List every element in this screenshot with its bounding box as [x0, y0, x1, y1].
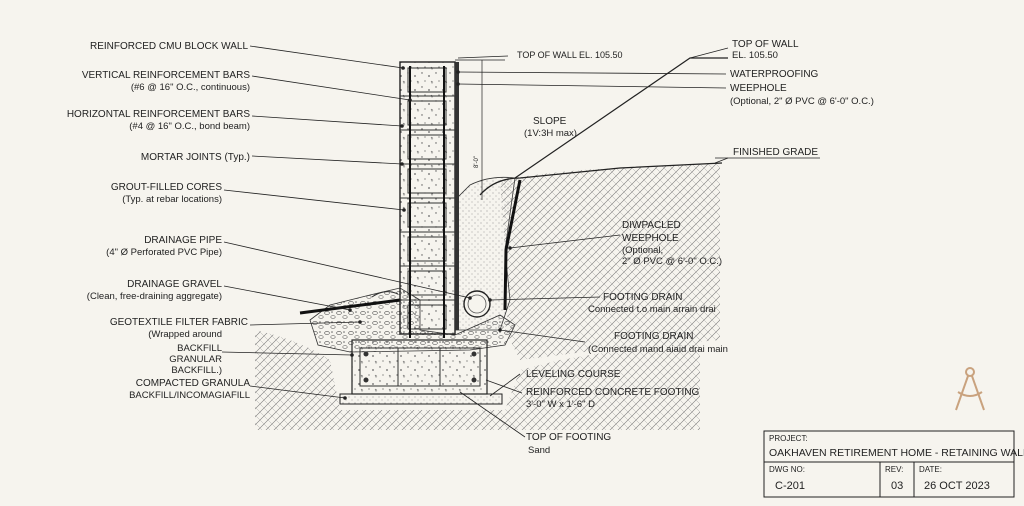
project-name: OAKHAVEN RETIREMENT HOME - RETAINING WAL…	[769, 447, 1024, 459]
retained-soil-backfill	[500, 163, 720, 360]
dwg-no-value: C-201	[775, 480, 805, 492]
label-top-of-footing: TOP OF FOOTING	[526, 432, 611, 443]
label-waterproofing: WATERPROOFING	[730, 69, 819, 80]
label-footing-drain-2-sub: (Connected mand aiaid drai main	[588, 344, 728, 355]
leader-lines	[221, 45, 729, 438]
label-horizontal-bars: HORIZONTAL REINFORCEMENT BARS	[67, 109, 250, 120]
label-wp-weephole-1: DIWPACLED	[622, 220, 681, 231]
label-drainage-pipe-sub: (4" Ø Perforated PVC Pipe)	[106, 247, 222, 258]
label-grout-cores: GROUT-FILLED CORES	[111, 182, 222, 193]
label-leveling-course: LEVELING COURSE	[526, 369, 621, 380]
concrete-footing	[351, 339, 488, 395]
leveling-course	[339, 393, 503, 405]
label-horizontal-bars-sub: (#4 @ 16" O.C., bond beam)	[129, 121, 250, 132]
label-compacted: COMPACTED GRANULA	[136, 378, 251, 389]
label-wp-weephole-4: 2" Ø PVC @ 6'-0" O.C.)	[622, 256, 722, 267]
waterproofing-line	[503, 179, 522, 311]
geotextile-fabric-line	[299, 298, 401, 315]
label-footing-drain-1: FOOTING DRAIN	[603, 292, 682, 303]
label-top-of-wall-sub: EL. 105.50	[732, 50, 778, 61]
leader-arrowheads	[343, 66, 512, 400]
label-top-of-wall: TOP OF WALL	[732, 39, 799, 50]
date-label: DATE:	[919, 465, 942, 474]
height-dimension-text: 8'-0"	[474, 156, 480, 168]
label-geotextile-sub: (Wrapped around	[148, 329, 222, 340]
label-top-of-footing-sub: Sand	[528, 445, 550, 456]
compass-logo-icon	[955, 367, 985, 411]
label-cmu-wall: REINFORCED CMU BLOCK WALL	[90, 41, 248, 52]
label-backfill-granular: GRANULAR	[169, 354, 222, 365]
granular-backfill-zone	[454, 176, 516, 331]
rev-label: REV:	[885, 465, 903, 474]
wall-waterproof-membrane	[455, 62, 459, 330]
label-compacted-sub: BACKFILL/INCOMAGIAFILL	[129, 390, 250, 401]
label-wp-weephole-2: WEEPHOLE	[622, 233, 679, 244]
finished-grade-line	[479, 162, 723, 196]
label-backfill: BACKFILL	[177, 343, 222, 354]
label-backfill-2: BACKFILL.)	[171, 365, 222, 376]
label-weephole: WEEPHOLE	[730, 83, 787, 94]
label-mortar-joints: MORTAR JOINTS (Typ.)	[141, 152, 250, 163]
label-vertical-bars-sub: (#6 @ 16" O.C., continuous)	[131, 82, 250, 93]
left-grade-mound	[371, 291, 399, 298]
dwg-no-label: DWG NO:	[769, 465, 805, 474]
label-weephole-sub: (Optional, 2" Ø PVC @ 6'-0" O.C.)	[730, 96, 874, 107]
label-grout-cores-sub: (Typ. at rebar locations)	[122, 194, 222, 205]
label-drainage-pipe: DRAINAGE PIPE	[144, 235, 222, 246]
existing-soil-left	[255, 330, 700, 430]
label-vertical-bars: VERTICAL REINFORCEMENT BARS	[82, 70, 251, 81]
label-footing-drain-2: FOOTING DRAIN	[614, 331, 693, 342]
project-label: PROJECT:	[769, 434, 808, 443]
label-footing-sub: 3'-0" W x 1'-6" D	[526, 399, 595, 410]
rev-value: 03	[891, 480, 903, 492]
label-geotextile: GEOTEXTILE FILTER FABRIC	[110, 317, 248, 328]
label-finished-grade: FINISHED GRADE	[733, 147, 818, 158]
label-slope-sub: (1V:3H max)	[524, 128, 577, 139]
label-wp-weephole-3: (Optional,	[622, 245, 663, 256]
label-slope: SLOPE	[533, 116, 567, 127]
footing-rebar	[359, 347, 481, 387]
vertical-rebar	[409, 66, 445, 338]
title-block	[763, 430, 1015, 498]
label-footing: REINFORCED CONCRETE FOOTING	[526, 387, 700, 398]
label-drainage-gravel-sub: (Clean, free-draining aggregate)	[87, 291, 222, 302]
label-top-of-wall-el: TOP OF WALL EL. 105.50	[517, 50, 623, 60]
date-value: 26 OCT 2023	[924, 480, 990, 492]
label-drainage-gravel: DRAINAGE GRAVEL	[127, 279, 222, 290]
label-footing-drain-1-sub: Connected t.o main arrain drai	[588, 304, 716, 315]
